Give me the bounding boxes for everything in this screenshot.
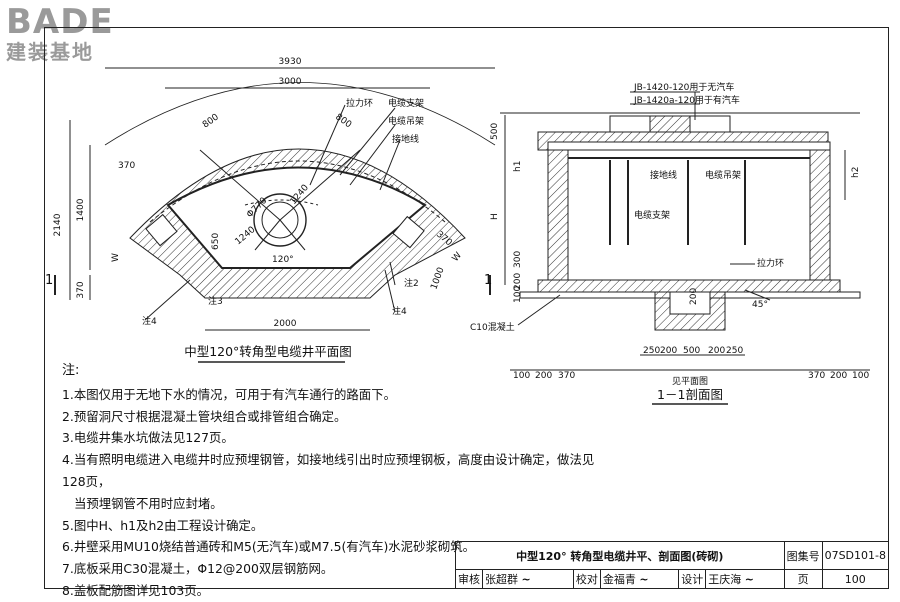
dim-w-right: W <box>451 251 464 264</box>
dim-left-1: 200 <box>535 371 552 381</box>
dim-bottom-2: 500 <box>683 346 700 356</box>
label-ground-wire: 接地线 <box>392 133 419 145</box>
dim-bottom-1: 200 <box>660 346 677 356</box>
section-view <box>500 91 870 371</box>
dim-left-2: 370 <box>558 371 575 381</box>
designer: 王庆海 ~ <box>705 569 785 589</box>
dim-bottom-3: 200 <box>708 346 725 356</box>
bade-logo: BADE 建装基地 <box>6 4 136 68</box>
dim-500: 500 <box>490 123 500 140</box>
atlas-label: 图集号 <box>783 541 823 570</box>
dim-h2: h2 <box>851 167 861 178</box>
dim-right-1: 200 <box>830 371 847 381</box>
dim-left-0: 100 <box>513 371 530 381</box>
label-section-support: 电缆支架 <box>634 209 670 221</box>
section-title: 1－1剖面图 <box>657 387 723 402</box>
notes-title: 注: <box>62 363 80 378</box>
check-label: 校对 <box>572 569 601 589</box>
dim-left-total: 2140 <box>53 213 63 236</box>
drawing-frame <box>44 27 889 589</box>
dim-left-bottom: 370 <box>76 281 86 298</box>
dim-H: H <box>490 213 500 220</box>
label-note2: 注2 <box>404 277 419 289</box>
dim-angle: 120° <box>272 255 294 265</box>
dim-bottom: 2000 <box>274 319 297 329</box>
label-section-hanger: 电缆吊架 <box>705 169 741 181</box>
title-block: 中型120° 转角型电缆井平、剖面图(砖砌) 图集号 07SD101-8 审核 … <box>455 541 890 589</box>
label-jb-b: JB-1420a-120用于有汽车 <box>633 94 740 106</box>
plan-inner-chamber <box>166 166 427 269</box>
note-item: 7.底板采用C30混凝土，Φ12@200双层钢筋网。 <box>62 561 334 577</box>
label-c10: C10混凝土 <box>470 321 515 333</box>
design-label: 设计 <box>678 569 707 589</box>
note-item: 8.盖板配筋图详见103页。 <box>62 582 209 598</box>
dim-bottom-0: 250 <box>643 346 660 356</box>
dim-top-inner: 3000 <box>279 77 302 87</box>
note-item: 4.当有照明电缆进入电缆井时应预埋钢管，如接地线引出时应预埋钢板，高度由设计确定… <box>62 452 595 489</box>
reviewer: 张超群 ~ <box>482 569 574 589</box>
logo-brand: BADE <box>6 2 114 42</box>
label-cable-support: 电缆支架 <box>388 97 424 109</box>
dim-200a: 200 <box>513 273 523 290</box>
label-slope: 45° <box>752 300 768 310</box>
dim-wall-left: 370 <box>118 161 135 171</box>
dim-300: 300 <box>513 251 523 268</box>
review-label: 审核 <box>455 569 483 589</box>
dim-650: 650 <box>211 233 221 250</box>
label-cable-hanger: 电缆吊架 <box>388 115 424 127</box>
page-number: 100 <box>821 569 890 589</box>
label-section-pullring: 拉力环 <box>757 257 784 269</box>
label-pull-ring: 拉力环 <box>346 97 373 109</box>
label-sump-ref: 见平面图 <box>672 376 708 387</box>
dim-w-left: W <box>111 253 121 262</box>
dim-left-inner: 1400 <box>76 198 86 221</box>
label-jb-a: JB-1420-120用于无汽车 <box>633 81 734 93</box>
note-item: 6.井壁采用MU10烧结普通砖和M5(无汽车)或M7.5(有汽车)水泥砂浆砌筑。 <box>62 539 476 555</box>
label-note4a: 注4 <box>392 305 407 317</box>
dim-h1: h1 <box>513 161 523 172</box>
dim-right-2: 100 <box>852 371 869 381</box>
note-item: 2.预留洞尺寸根据混凝土管块组合或排管组合确定。 <box>62 408 347 424</box>
label-note3: 注3 <box>208 295 223 307</box>
dim-diag-left: 800 <box>201 112 221 130</box>
dim-1000: 1000 <box>429 266 446 291</box>
section-mark-left: 1 <box>45 273 53 288</box>
label-section-ground: 接地线 <box>650 169 677 181</box>
note-item: 5.图中H、h1及h2由工程设计确定。 <box>62 517 264 533</box>
checker: 金福青 ~ <box>599 569 680 589</box>
logo-subtitle: 建装基地 <box>6 40 94 64</box>
note-item: 当预埋钢管不用时应封堵。 <box>74 495 223 511</box>
plan-title: 中型120°转角型电缆井平面图 <box>184 344 352 359</box>
dim-200b: 200 <box>689 288 699 305</box>
left-wall <box>547 149 569 281</box>
dim-right-0: 370 <box>808 371 825 381</box>
note-item: 3.电缆井集水坑做法见127页。 <box>62 430 234 446</box>
manhole-opening <box>253 193 307 247</box>
atlas-number: 07SD101-8 <box>821 541 890 570</box>
page-label: 页 <box>783 569 823 589</box>
dim-100a: 100 <box>513 286 523 303</box>
drawing-title: 中型120° 转角型电缆井平、剖面图(砖砌) <box>455 541 785 570</box>
notes-block: 注: 1.本图仅用于无地下水的情况，可用于有汽车通行的路面下。 2.预留洞尺寸根… <box>62 360 602 602</box>
right-wall <box>809 149 831 281</box>
section-mark-right: 1 <box>484 273 492 288</box>
plan-view <box>54 67 496 331</box>
dim-bottom-4: 250 <box>726 346 743 356</box>
dim-diag-right: 800 <box>333 112 353 130</box>
label-note4b: 注4 <box>142 315 157 327</box>
dim-top-total: 3930 <box>279 57 302 67</box>
note-item: 1.本图仅用于无地下水的情况，可用于有汽车通行的路面下。 <box>62 386 396 402</box>
section-text: JB-1420-120用于无汽车 JB-1420a-120用于有汽车 接地线 电… <box>470 81 869 402</box>
